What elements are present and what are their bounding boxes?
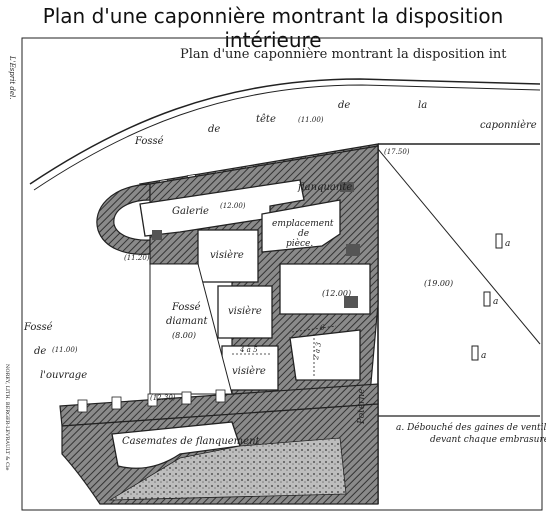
label-flanquante: flanquante: [297, 182, 352, 193]
label-fosse-tete-5: la: [418, 100, 427, 111]
label-galerie-level: (12.00): [220, 202, 246, 210]
plate-border: [21, 37, 543, 511]
counterscarp-line-inner: [33, 84, 541, 191]
dim-line-2: [291, 325, 337, 333]
label-level-tete: (11.00): [298, 116, 324, 124]
label-fosse-ouvrage-2: de: [34, 346, 46, 357]
wall-notches: [152, 182, 360, 308]
visiere-room-3: [221, 345, 279, 391]
caponniere-plan: Plan d'une caponnière montrant la dispos…: [4, 37, 546, 511]
label-dim-1: 4 à 5: [239, 346, 258, 354]
label-fosse-tete-3: tête: [256, 114, 276, 125]
label-fosse-diamant-3: (8.00): [172, 331, 196, 340]
vent-a-2: a: [493, 297, 498, 307]
engraved-title: Plan d'une caponnière montrant la dispos…: [180, 47, 507, 62]
label-fosse-tete-6: caponnière: [480, 120, 537, 131]
label-fosse-tete-4: de: [338, 100, 350, 111]
label-galerie: Galerie: [172, 206, 209, 217]
label-casemates: Casemates de flanquement: [122, 436, 261, 447]
casemates-room: [111, 421, 241, 469]
label-fosse-ouvrage-1: Fossé: [23, 322, 53, 333]
label-fosse-ouvrage-4: l'ouvrage: [40, 370, 87, 381]
page-title: Plan d'une caponnière montrant la dispos…: [42, 4, 504, 52]
label-emplacement-2: de: [298, 229, 309, 239]
vent-a-1: a: [505, 239, 510, 249]
label-fosse-tete-2: de: [208, 124, 220, 135]
label-level-right-room: (19.00): [424, 279, 453, 288]
label-dim-2: 6: [320, 324, 325, 332]
label-visiere-2: visière: [228, 306, 262, 317]
visiere-room-2: [217, 285, 273, 339]
emplacement-room: [261, 199, 341, 253]
label-visiere-3: visière: [232, 366, 266, 377]
label-fosse-ouvrage-3: (11.00): [52, 346, 78, 354]
label-emplacement-3: pièce.: [286, 238, 313, 249]
casemate-embrasures: [77, 389, 226, 413]
label-level-center: (12.00): [322, 289, 351, 298]
label-emplacement-1: emplacement: [272, 219, 334, 229]
vent-a-3: a: [481, 351, 486, 361]
label-level-top-right: (17.50): [384, 148, 410, 156]
label-level-bottom-left: (12.30): [150, 394, 176, 402]
label-level-left-mid: (11.20): [124, 254, 150, 262]
label-fosse-tete-1: Fossé: [134, 136, 164, 147]
right-work-slope: [377, 148, 541, 345]
label-visiere-1: visière: [210, 250, 244, 261]
lower-right-room: [289, 329, 361, 381]
earth-fill: [108, 437, 347, 501]
counterscarp-line: [29, 78, 541, 185]
label-poterne: Poterne: [357, 389, 367, 425]
visiere-room-1: [197, 229, 259, 283]
engraver-credit: L'Esprit del.: [8, 55, 16, 99]
legend-line-1: a. Débouché des gaines de ventil.: [396, 422, 546, 433]
label-dim-3: 2 à 3: [312, 341, 323, 361]
label-fosse-diamant-1: Fossé: [171, 302, 201, 313]
ventilation-marks: [471, 233, 503, 361]
printer-credit: NOREY, LITH. BERGER-LEVRAULT & Cie: [4, 364, 10, 471]
legend-line-2: devant chaque embrasure: [430, 435, 546, 445]
label-fosse-diamant-2: diamant: [166, 316, 208, 327]
